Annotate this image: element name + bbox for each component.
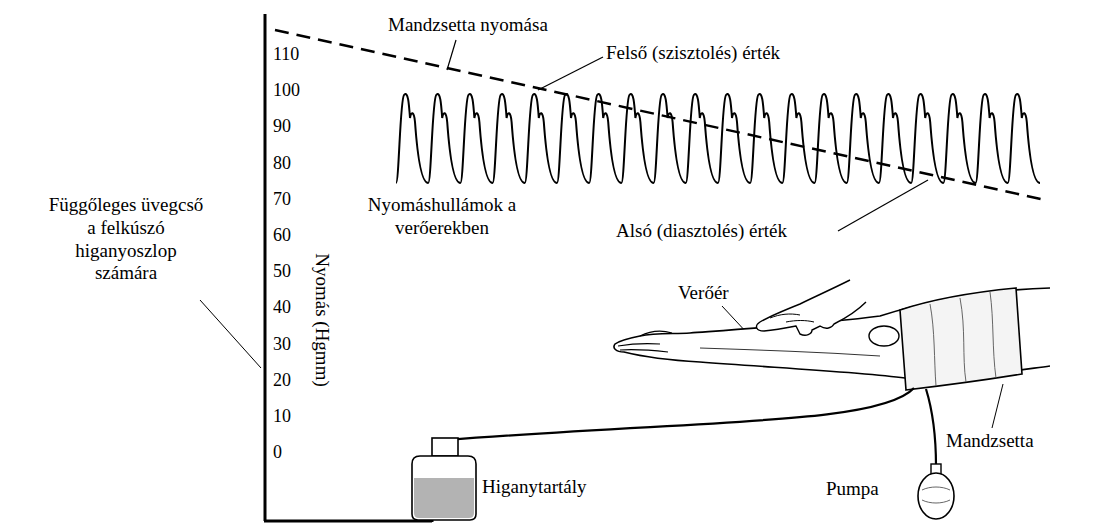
axis-tick-label: 20 [273, 370, 291, 392]
doctor-hand [757, 280, 866, 335]
part-label: Pumpa [826, 478, 879, 501]
axis-tick-label: 80 [273, 153, 291, 175]
callout-label: Alsó (diasztolés) érték [616, 220, 787, 243]
tube-to-pump [926, 389, 936, 466]
axis-tick-label: 60 [273, 225, 291, 247]
cuff-wrinkles [930, 292, 996, 386]
callout-label: Nyomáshullámok a verőerekben [362, 194, 522, 240]
part-label: Mandzsetta [946, 430, 1034, 453]
reservoir-neck [432, 438, 458, 456]
axis-tick-label: 40 [273, 297, 291, 319]
axis-tick-label: 70 [273, 189, 291, 211]
artery [700, 348, 880, 356]
part-label: Verőér [678, 282, 729, 305]
axis-tick-label: 100 [273, 80, 300, 102]
pump-bulb [918, 473, 954, 519]
bottom-tube [264, 520, 432, 523]
tube-to-reservoir [446, 388, 914, 440]
axis-tick-label: 10 [273, 406, 291, 428]
callout-label: Függőleges üvegcső a felkúszó higanyoszl… [44, 194, 208, 285]
axis-tick-label: 50 [273, 261, 291, 283]
pressure-waves [396, 94, 1040, 183]
leader-line [538, 57, 603, 90]
stethoscope-disc [869, 326, 899, 346]
callout-label: Felső (szisztolés) érték [606, 42, 780, 65]
axis-tick-label: 0 [273, 442, 282, 464]
cuff-pressure-line [275, 30, 1045, 200]
axis-tick-label: 110 [273, 44, 299, 66]
leader-line [447, 40, 456, 70]
patient-fingers [618, 331, 672, 352]
doctor-fingers [770, 314, 814, 322]
callout-label: Mandzsetta nyomása [388, 14, 548, 37]
pump-ribs [922, 487, 950, 503]
leader-line [992, 384, 1003, 428]
part-label: Higanytartály [482, 476, 586, 499]
glass-tube [264, 14, 267, 521]
cuff [900, 288, 1022, 390]
reservoir-bottle [412, 456, 476, 520]
leader-line [838, 180, 928, 231]
axis-tick-label: 90 [273, 116, 291, 138]
axis-tick-label: 30 [273, 334, 291, 356]
mercury [414, 478, 474, 518]
leader-line [200, 300, 261, 368]
axis-title: Nyomás (Hgmm) [311, 253, 334, 387]
